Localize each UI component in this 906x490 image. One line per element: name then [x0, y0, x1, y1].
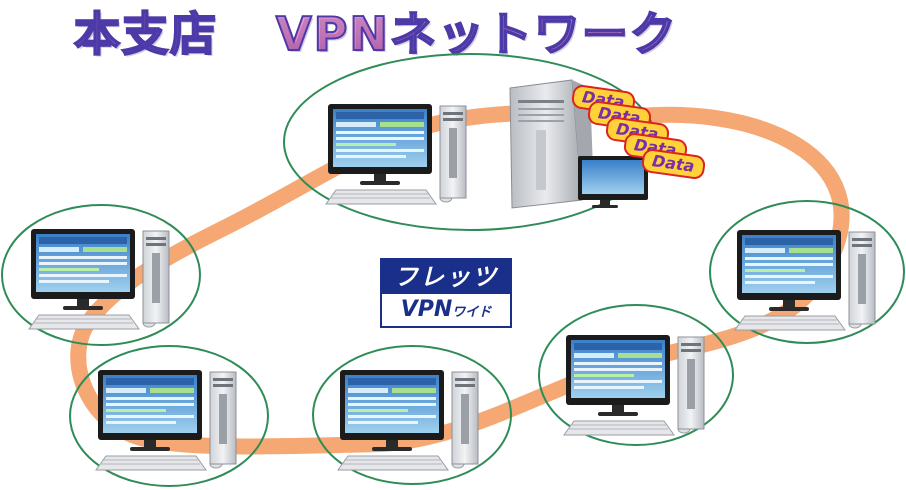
- logo-bottom-text: VPNワイド: [382, 294, 510, 326]
- desktop-computer-icon: [564, 335, 704, 435]
- data-tag: Data: [641, 148, 706, 180]
- logo-wide-text: ワイド: [452, 305, 491, 320]
- desktop-computer-icon: [326, 104, 466, 204]
- data-tag-stack: Data Data Data Data Data: [572, 88, 722, 178]
- flets-vpn-wide-logo: フレッツ VPNワイド: [380, 258, 512, 328]
- desktop-computer-icon: [338, 370, 478, 470]
- logo-top-text: フレッツ: [382, 260, 510, 294]
- desktop-computer-icon: [96, 370, 236, 470]
- desktop-computer-icon: [735, 230, 875, 330]
- logo-vpn-text: VPN: [401, 297, 453, 322]
